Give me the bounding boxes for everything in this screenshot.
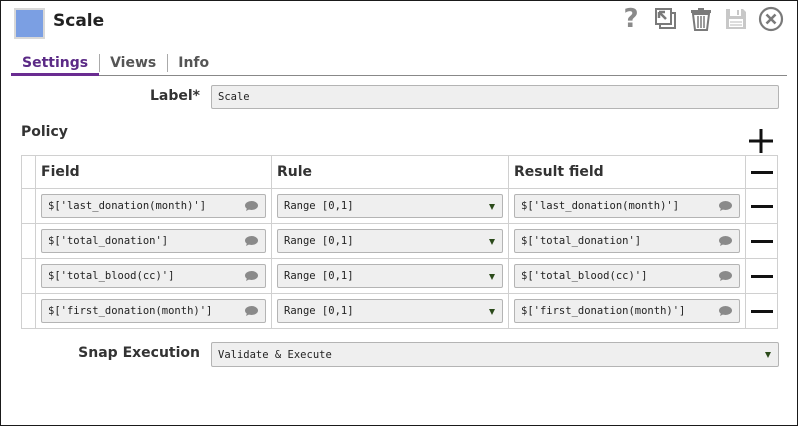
column-header-result-field: Result field [508, 155, 746, 189]
comment-icon[interactable] [719, 201, 732, 211]
comment-icon[interactable] [719, 271, 732, 281]
field-input[interactable]: $['last_donation(month)'] [41, 194, 266, 218]
result-field-input[interactable]: $['first_donation(month)'] [514, 299, 740, 323]
close-button[interactable] [758, 6, 784, 32]
snap-type-icon [14, 8, 45, 39]
row-handle[interactable] [21, 293, 36, 329]
toolbar: ? [618, 4, 784, 34]
remove-row-icon[interactable] [746, 259, 777, 293]
rule-select[interactable]: Range [0,1] [277, 229, 503, 253]
comment-icon[interactable] [245, 271, 258, 281]
comment-icon[interactable] [245, 306, 258, 316]
label-field-label: Label* [149, 88, 200, 104]
label-input[interactable]: Scale [211, 85, 779, 109]
row-handle[interactable] [21, 188, 36, 224]
dialog-title: Scale [53, 11, 105, 31]
dropdown-arrow-icon [489, 239, 495, 245]
row-handle-header [21, 155, 36, 189]
column-header-rule: Rule [271, 155, 509, 189]
policy-title: Policy [21, 124, 68, 140]
help-button[interactable]: ? [618, 4, 644, 34]
tab-views[interactable]: Views [99, 52, 167, 75]
remove-row-icon[interactable] [746, 294, 777, 328]
tab-bar: Settings Views Info [11, 52, 787, 76]
remove-header-icon[interactable] [746, 156, 777, 188]
tab-info[interactable]: Info [167, 52, 220, 75]
row-handle[interactable] [21, 223, 36, 259]
snap-execution-select[interactable]: Validate & Execute [211, 342, 779, 367]
comment-icon[interactable] [719, 306, 732, 316]
dropdown-arrow-icon [489, 309, 495, 315]
remove-all-cell [745, 155, 778, 189]
restore-window-icon [655, 8, 676, 29]
dropdown-arrow-icon [489, 204, 495, 210]
tab-settings[interactable]: Settings [11, 52, 100, 76]
remove-row-icon[interactable] [746, 189, 777, 223]
table-row: $['first_donation(month)'] Range [0,1] $… [21, 293, 778, 329]
delete-icon [691, 8, 711, 31]
result-field-input[interactable]: $['total_blood(cc)'] [514, 264, 740, 288]
dropdown-arrow-icon [489, 274, 495, 280]
rule-select[interactable]: Range [0,1] [277, 194, 503, 218]
dropdown-arrow-icon [765, 352, 771, 358]
row-handle[interactable] [21, 258, 36, 294]
result-field-input[interactable]: $['total_donation'] [514, 229, 740, 253]
restore-window-button[interactable] [653, 6, 679, 32]
field-input[interactable]: $['total_donation'] [41, 229, 266, 253]
snap-execution-label: Snap Execution [78, 345, 200, 361]
save-button[interactable] [723, 6, 749, 32]
field-input[interactable]: $['total_blood(cc)'] [41, 264, 266, 288]
delete-button[interactable] [688, 6, 714, 32]
comment-icon[interactable] [245, 236, 258, 246]
table-header-row: Field Rule Result field [21, 155, 778, 189]
close-icon [758, 6, 784, 32]
result-field-input[interactable]: $['last_donation(month)'] [514, 194, 740, 218]
table-row: $['total_blood(cc)'] Range [0,1] $['tota… [21, 258, 778, 294]
table-row: $['total_donation'] Range [0,1] $['total… [21, 223, 778, 259]
column-header-field: Field [35, 155, 272, 189]
comment-icon[interactable] [719, 236, 732, 246]
save-icon [726, 9, 746, 29]
rule-select[interactable]: Range [0,1] [277, 264, 503, 288]
policy-table: Field Rule Result field $['last_donation… [21, 155, 778, 329]
rule-select[interactable]: Range [0,1] [277, 299, 503, 323]
comment-icon[interactable] [245, 201, 258, 211]
help-icon: ? [623, 4, 639, 34]
table-row: $['last_donation(month)'] Range [0,1] $[… [21, 188, 778, 224]
field-input[interactable]: $['first_donation(month)'] [41, 299, 266, 323]
remove-row-icon[interactable] [746, 224, 777, 258]
add-row-icon[interactable] [748, 128, 774, 154]
